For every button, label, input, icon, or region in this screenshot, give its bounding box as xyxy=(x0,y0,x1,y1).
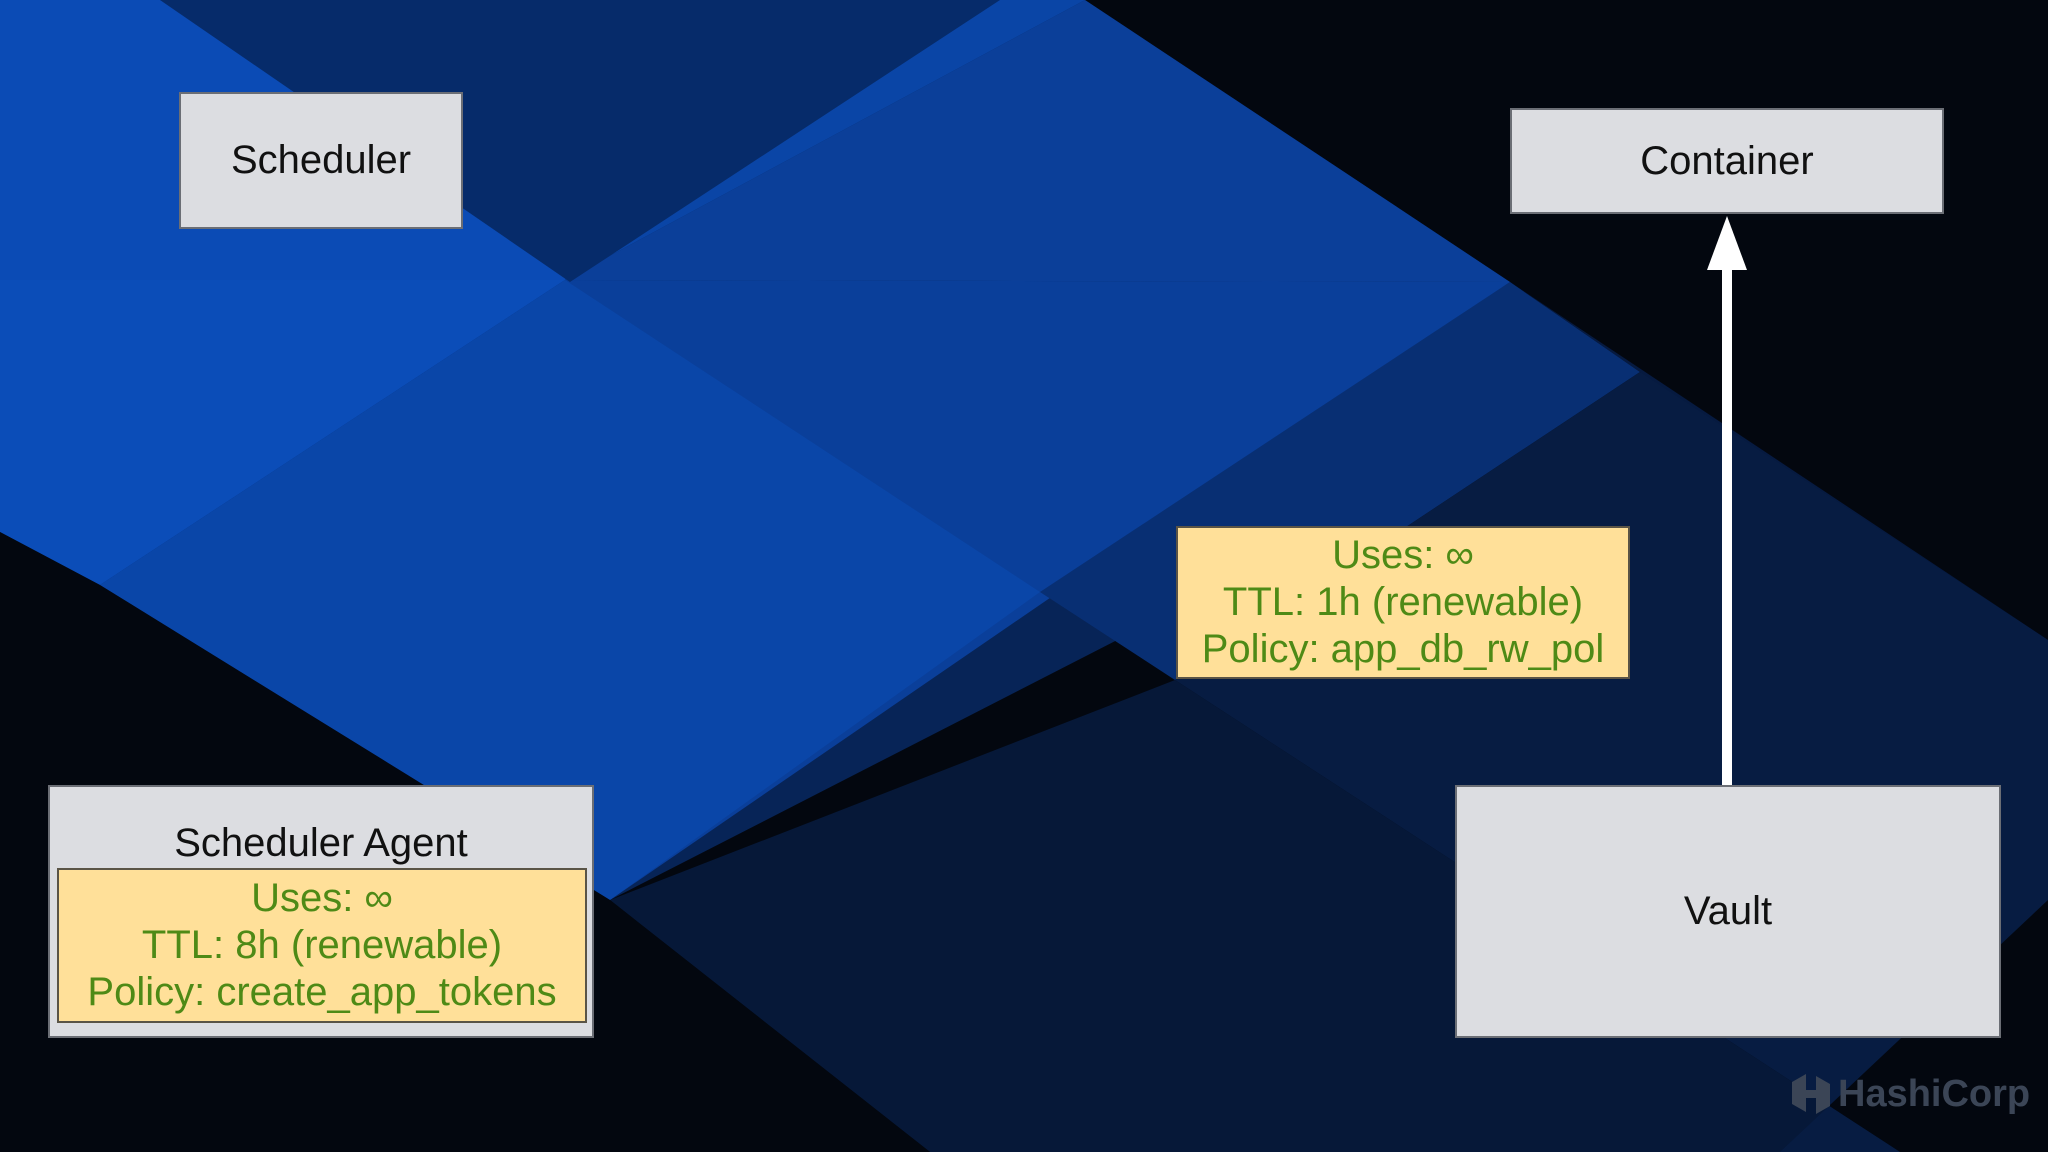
scheduler-agent-label: Scheduler Agent xyxy=(174,821,468,865)
container-token-note: Uses: ∞ TTL: 1h (renewable) Policy: app_… xyxy=(1176,526,1630,679)
agent-token-policy: Policy: create_app_tokens xyxy=(87,970,557,1014)
hashicorp-logo: HashiCorp xyxy=(1790,1072,2030,1116)
agent-token-uses: Uses: ∞ xyxy=(251,876,393,920)
container-label: Container xyxy=(1640,138,1814,183)
agent-token-ttl: TTL: 8h (renewable) xyxy=(141,923,503,967)
scheduler-agent-token-note: Uses: ∞ TTL: 8h (renewable) Policy: crea… xyxy=(57,868,587,1023)
container-node: Container xyxy=(1510,108,1944,214)
hashicorp-logo-icon xyxy=(1792,1074,1830,1114)
vault-label: Vault xyxy=(1683,889,1773,933)
container-token-ttl: TTL: 1h (renewable) xyxy=(1222,580,1584,624)
scheduler-node: Scheduler xyxy=(179,92,463,229)
hashicorp-wordmark: HashiCorp xyxy=(1838,1072,2031,1115)
scheduler-label: Scheduler xyxy=(230,138,412,182)
container-token-policy: Policy: app_db_rw_pol xyxy=(1201,627,1605,671)
scheduler-agent-node: Scheduler Agent Uses: ∞ TTL: 8h (renewab… xyxy=(48,785,594,1038)
vault-node: Vault xyxy=(1455,785,2001,1038)
container-token-uses: Uses: ∞ xyxy=(1332,533,1474,577)
